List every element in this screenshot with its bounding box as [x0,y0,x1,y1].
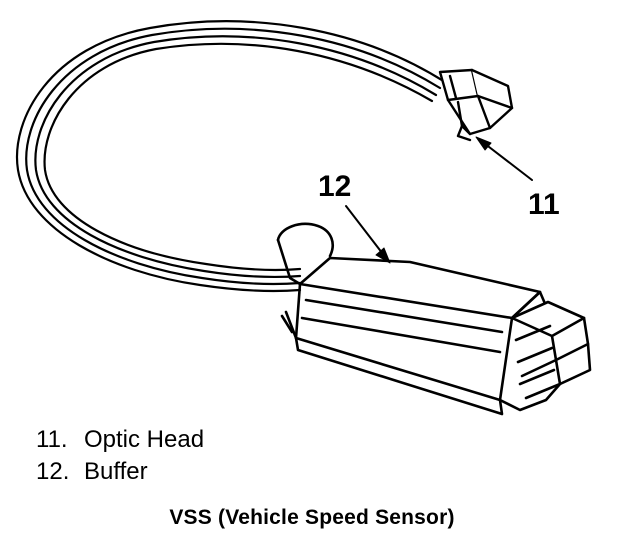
leader-arrow-11 [479,139,533,181]
leader-arrow-12 [345,205,387,259]
arrowhead-11 [475,136,492,151]
legend-item-label: Optic Head [84,426,205,453]
buffer [276,222,592,416]
callout-number-11: 11 [528,188,560,221]
arrowhead-12 [375,247,391,264]
vss-diagram: 11 12 [15,20,592,416]
legend-item-buffer: 12. Buffer [36,456,204,488]
optic-head [438,68,514,142]
legend-item-optic-head: 11. Optic Head [36,424,204,456]
legend-item-label: Buffer [84,458,148,485]
legend-item-number: 12. [36,458,70,485]
parts-legend: 11. Optic Head 12. Buffer [36,424,204,488]
wire-harness [15,20,447,293]
legend-item-number: 11. [36,426,68,453]
figure-caption: VSS (Vehicle Speed Sensor) [169,506,455,529]
callout-number-12: 12 [318,170,351,203]
